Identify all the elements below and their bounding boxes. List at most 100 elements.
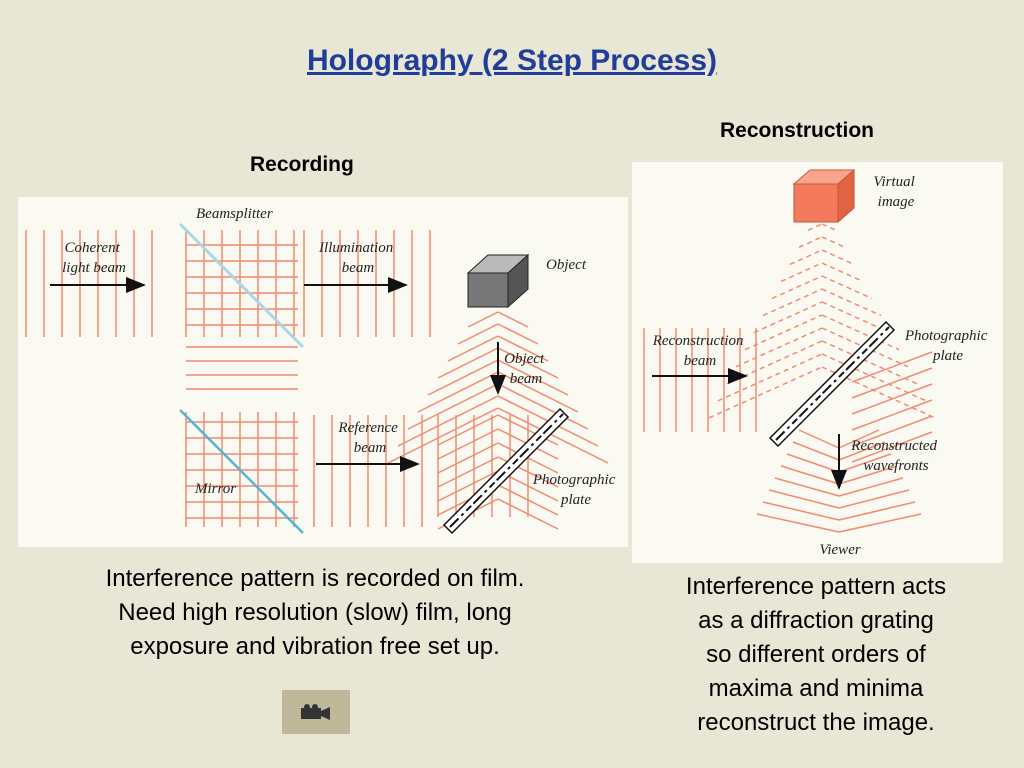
caption-line: Interference pattern is recorded on film… [105, 565, 525, 592]
wavefront-line [807, 223, 823, 231]
wavefront-line [497, 311, 529, 328]
wavefront-line [838, 501, 916, 521]
wavefront-line [437, 347, 499, 379]
wavefront-line [437, 442, 499, 474]
video-camera-icon [301, 704, 330, 720]
wavefront-line [437, 456, 499, 488]
photographic-plate [442, 407, 570, 535]
caption-line: exposure and vibration free set up. [130, 633, 500, 660]
caption-line: Need high resolution (slow) film, long [118, 599, 512, 626]
wavefront-line [851, 431, 933, 463]
wavefront-line [821, 353, 927, 402]
video-button[interactable] [282, 690, 350, 734]
caption-line: Interference pattern acts [685, 573, 947, 600]
wavefront-line [821, 301, 891, 334]
wavefront-line [768, 489, 840, 509]
wavefront-line [774, 477, 840, 497]
mirror-label: Mirror [194, 481, 236, 497]
object-beam-label: Object beam [504, 351, 548, 387]
recording-heading: Recording [250, 153, 354, 176]
caption-line: so different orders of [706, 641, 926, 668]
wavefront-line [851, 383, 933, 415]
wavefront-line [427, 359, 499, 396]
wavefront-line [780, 465, 840, 485]
wavefront-line [708, 366, 823, 419]
wavefront-line [851, 399, 933, 431]
wavefront-line [851, 367, 933, 399]
wavefronts-label: Reconstructed wavefronts [850, 438, 941, 474]
wavefront-line [447, 335, 499, 362]
wavefront-line [838, 465, 898, 485]
wavefront-line [838, 429, 880, 449]
wavefront-line [798, 429, 840, 449]
page-title: Holography (2 Step Process) [306, 44, 718, 77]
reconstruction-plate [768, 320, 896, 448]
reconstruction-diagram: Virtual image Reconstruction beam Photog… [632, 162, 1003, 563]
caption-line: reconstruct the image. [697, 709, 935, 736]
wavefront-line [786, 453, 840, 473]
wavefront-line [753, 301, 823, 334]
reconstruction-caption: Interference pattern acts as a diffracti… [640, 570, 992, 740]
reference-label: Reference beam [337, 420, 401, 456]
virtual-image-cube [792, 168, 856, 224]
wavefront-line [798, 236, 823, 249]
wavefront-line [771, 275, 823, 300]
viewer-label: Viewer [819, 542, 861, 558]
wavefront-line [838, 513, 922, 533]
object-cube [466, 253, 530, 309]
wavefront-line [467, 311, 499, 328]
plate-label: Photographic plate [532, 472, 619, 508]
wavefront-line [497, 407, 609, 464]
wavefront-line [457, 323, 499, 345]
wavefront-line [762, 288, 823, 317]
wavefront-line [717, 353, 823, 402]
wavefront-line [789, 249, 823, 266]
beamsplitter-label: Beamsplitter [196, 206, 273, 222]
wavefront-line [497, 484, 559, 516]
wavefront-line [437, 428, 499, 460]
illumination-label: Illumination beam [318, 240, 397, 276]
wavefront-line [821, 262, 864, 283]
virtual-image-label: Virtual image [873, 174, 918, 210]
wavefront-line [851, 415, 933, 447]
wavefront-line [497, 335, 549, 362]
wavefront-line [792, 441, 840, 461]
wavefront-line [417, 371, 499, 413]
reconstruction-beam-label: Reconstruction beam [652, 333, 748, 369]
wavefront-line [838, 453, 892, 473]
caption-line: as a diffraction grating [698, 607, 934, 634]
object-label: Object [546, 257, 587, 273]
wavefront-line [735, 327, 823, 368]
wavefront-line [497, 347, 559, 379]
wavefront-line [821, 288, 882, 317]
wavefront-line [497, 498, 559, 530]
wavefront-line [497, 383, 589, 430]
wavefront-line [838, 441, 886, 461]
recording-caption: Interference pattern is recorded on film… [30, 562, 600, 664]
wavefront-line [821, 275, 873, 300]
reconstruction-plate-label: Photographic plate [904, 328, 991, 364]
wavefront-line [851, 351, 933, 383]
wavefront-line [437, 470, 499, 502]
wavefront-line [407, 383, 499, 430]
beamsplitter [178, 222, 305, 349]
wavefront-line [821, 236, 846, 249]
wavefront-line [780, 262, 823, 283]
wavefront-line [821, 223, 837, 231]
coherent-label: Coherent light beam [62, 240, 126, 276]
wavefront-line [838, 489, 910, 509]
wavefront-line [838, 477, 904, 497]
wavefront-line [497, 414, 559, 446]
mirror [179, 409, 304, 534]
wavefront-line [821, 249, 855, 266]
wavefront-line [497, 359, 569, 396]
caption-line: maxima and minima [708, 675, 924, 702]
wavefront-line [397, 395, 499, 447]
recording-diagram: Coherent light beam Beamsplitter Illumin… [18, 197, 628, 547]
wavefront-line [437, 414, 499, 446]
wavefront-line [756, 513, 840, 533]
wavefront-line [387, 407, 499, 464]
wavefront-line [762, 501, 840, 521]
reconstruction-heading: Reconstruction [720, 119, 875, 142]
wavefront-line [497, 323, 539, 345]
